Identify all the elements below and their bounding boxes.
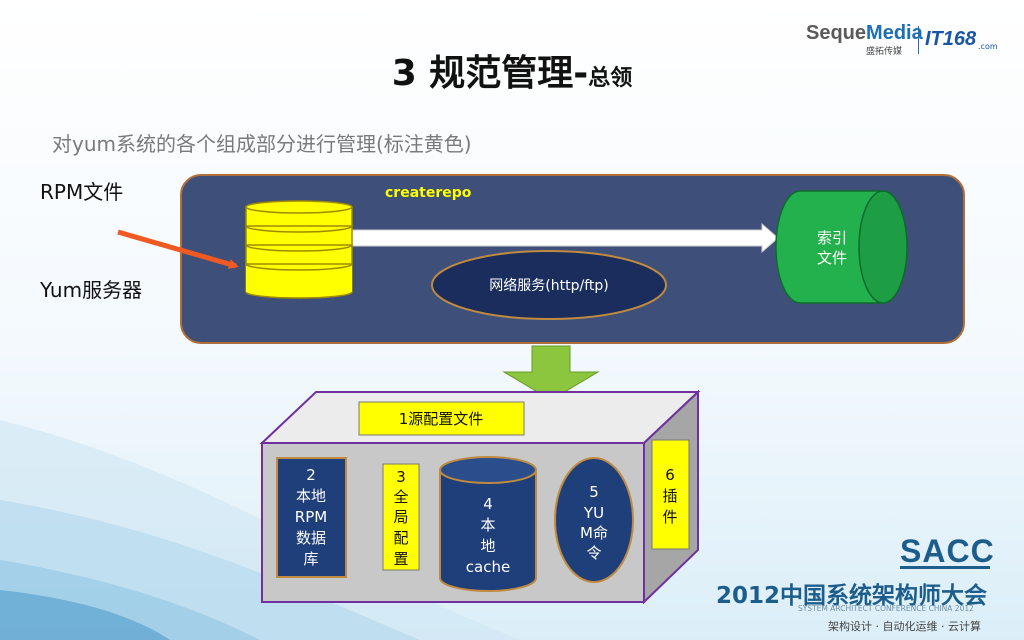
yum-command-line3: M命 — [580, 524, 608, 542]
local-cache-line1: 4 — [483, 495, 493, 513]
sacc-logo: SACC — [900, 533, 995, 569]
plugin-line3: 件 — [662, 508, 677, 526]
conference-title-en: SYSTEM ARCHITECT CONFERENCE CHINA 2012 — [798, 604, 974, 613]
source-config-file — [358, 401, 525, 436]
index-file-label-line2: 文件 — [817, 249, 847, 267]
yum-command-ellipse — [554, 457, 634, 583]
local-rpm-db-line3: RPM — [295, 508, 327, 526]
plugin-line1: 6 — [665, 466, 675, 484]
local-cache-line2: 本 — [480, 516, 495, 534]
yum-command-line1: 5 — [589, 483, 599, 501]
logo-divider — [918, 26, 919, 54]
global-config-line4: 配 — [393, 529, 408, 547]
it168-logo: IT168 — [925, 28, 977, 50]
plugin-line2: 插 — [662, 487, 677, 505]
sacc-underline — [900, 566, 990, 569]
local-cache-line3: 地 — [480, 537, 495, 555]
plugin — [651, 439, 690, 550]
conference-tagline: 架构设计 · 自动化运维 · 云计算 — [828, 620, 981, 633]
index-file-cylinder — [775, 190, 908, 304]
local-rpm-database — [276, 457, 347, 578]
createrepo-arrow — [351, 222, 779, 254]
global-config — [382, 463, 420, 571]
local-cache-cylinder — [439, 456, 537, 592]
page-title: 3 规范管理-总领 — [391, 53, 633, 94]
sequemedia-logo-cn: 盛拓传媒 — [866, 47, 903, 57]
index-file-label-line1: 索引 — [817, 229, 847, 247]
sequemedia-logo: SequeMedia — [806, 22, 923, 44]
network-service-ellipse — [431, 250, 667, 320]
local-rpm-db-line5: 库 — [303, 550, 318, 568]
local-cache-line4: cache — [466, 558, 510, 576]
global-config-line3: 局 — [393, 508, 408, 526]
it168-logo-com: .com — [978, 42, 998, 51]
rpm-file-label: RPM文件 — [40, 180, 124, 204]
local-rpm-db-line2: 本地 — [296, 487, 326, 505]
global-config-line1: 3 — [396, 468, 406, 486]
rpm-database-icon — [245, 200, 353, 299]
yum-command-line4: 令 — [586, 544, 601, 562]
createrepo-label: createrepo — [385, 185, 472, 201]
local-rpm-db-line1: 2 — [306, 466, 316, 484]
red-arrow — [117, 229, 239, 269]
local-rpm-db-line4: 数据 — [296, 529, 326, 547]
page-subtitle: 对yum系统的各个组成部分进行管理(标注黄色) — [52, 132, 472, 156]
yum-server-label: Yum服务器 — [40, 278, 143, 302]
conference-title-cn: 2012中国系统架构师大会 — [716, 583, 988, 609]
global-config-line5: 置 — [393, 550, 408, 568]
source-config-label: 1源配置文件 — [399, 410, 484, 428]
network-service-label: 网络服务(http/ftp) — [489, 278, 608, 294]
down-arrow — [502, 345, 600, 401]
global-config-line2: 全 — [393, 488, 408, 506]
yum-command-line2: YU — [583, 504, 604, 522]
